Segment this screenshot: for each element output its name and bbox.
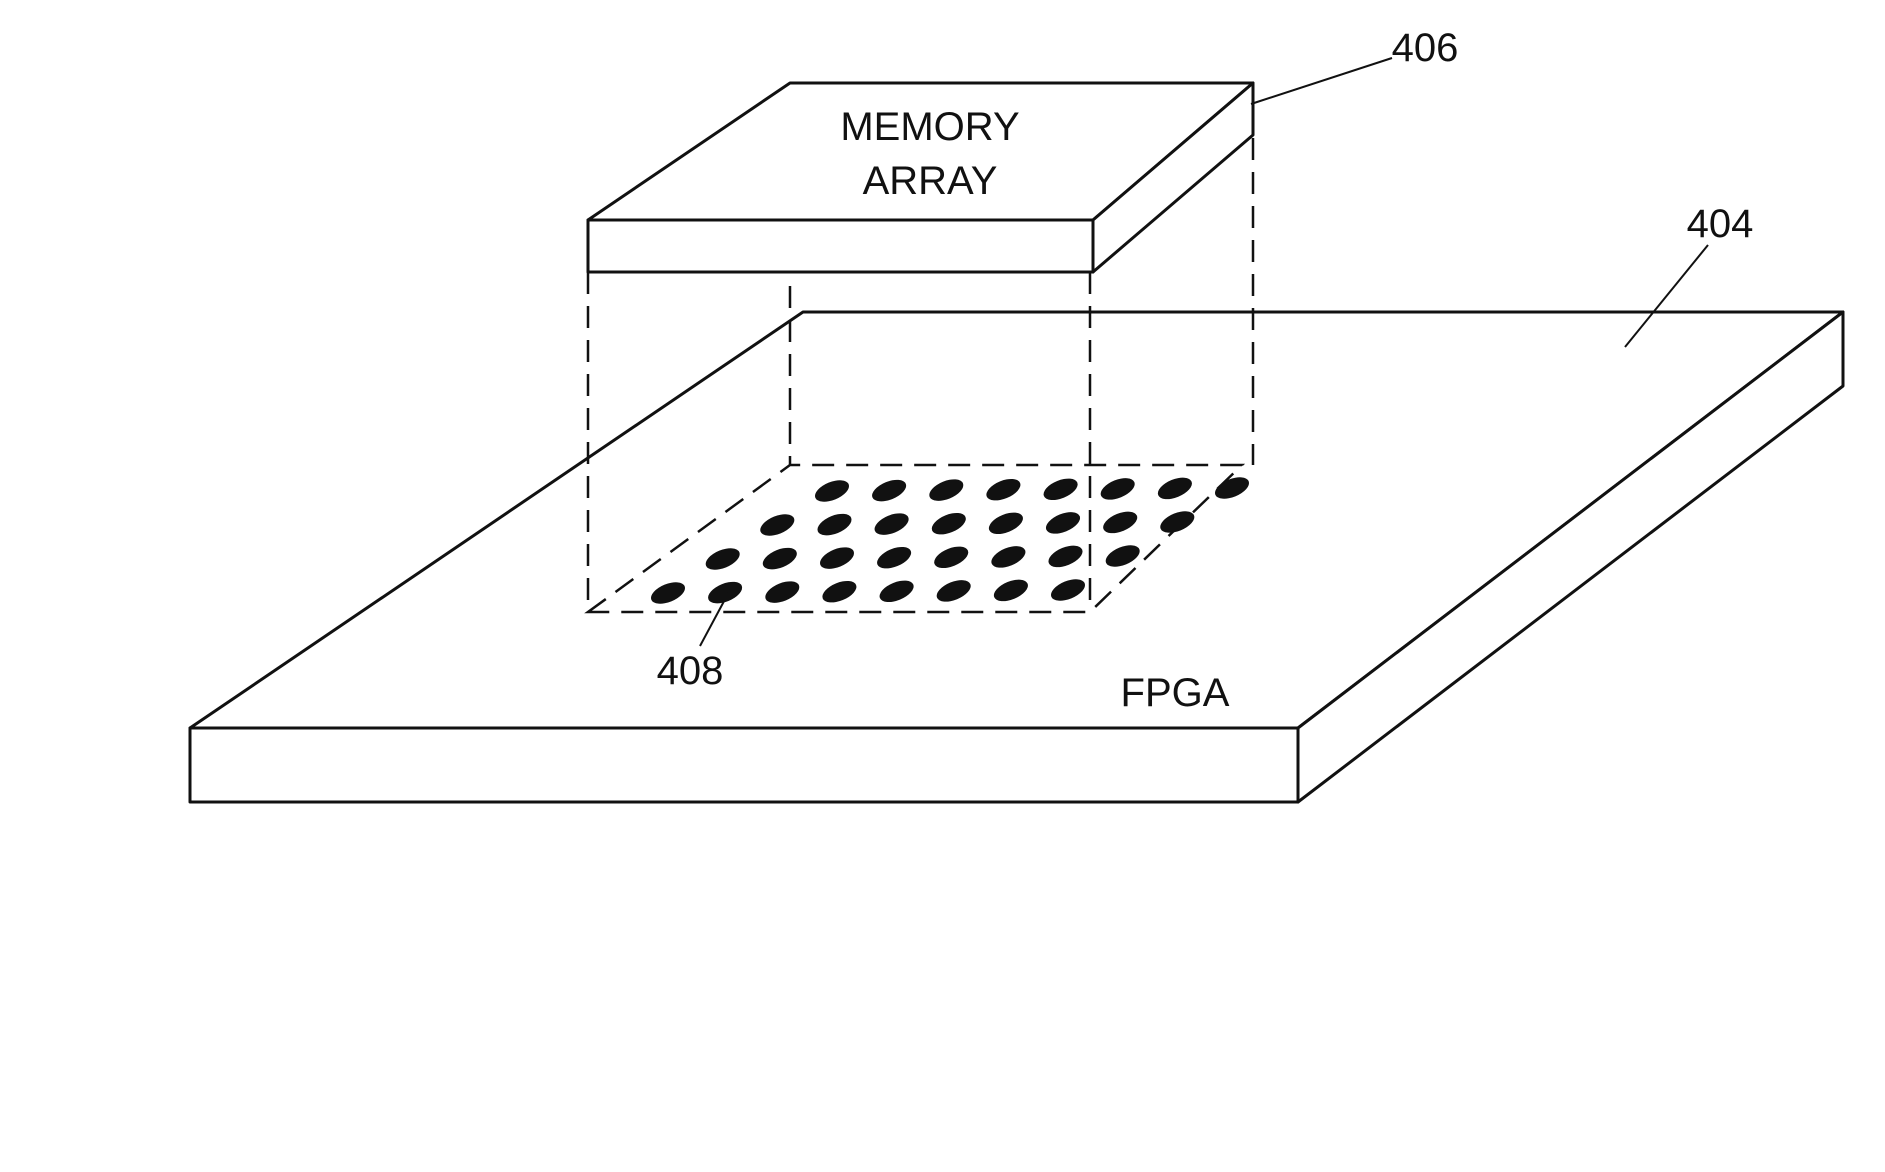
fpga-front-face xyxy=(190,728,1298,802)
memory-front-face xyxy=(588,220,1093,272)
ref-406-label: 406 xyxy=(1392,26,1459,70)
memory-array-label-line2: ARRAY xyxy=(863,159,998,203)
fpga-label: FPGA xyxy=(1121,671,1230,715)
ref-404-label: 404 xyxy=(1687,202,1754,246)
ref-408-label: 408 xyxy=(657,649,724,693)
ref-406-leader xyxy=(1251,58,1392,104)
memory-array-label-line1: MEMORY xyxy=(840,105,1019,149)
